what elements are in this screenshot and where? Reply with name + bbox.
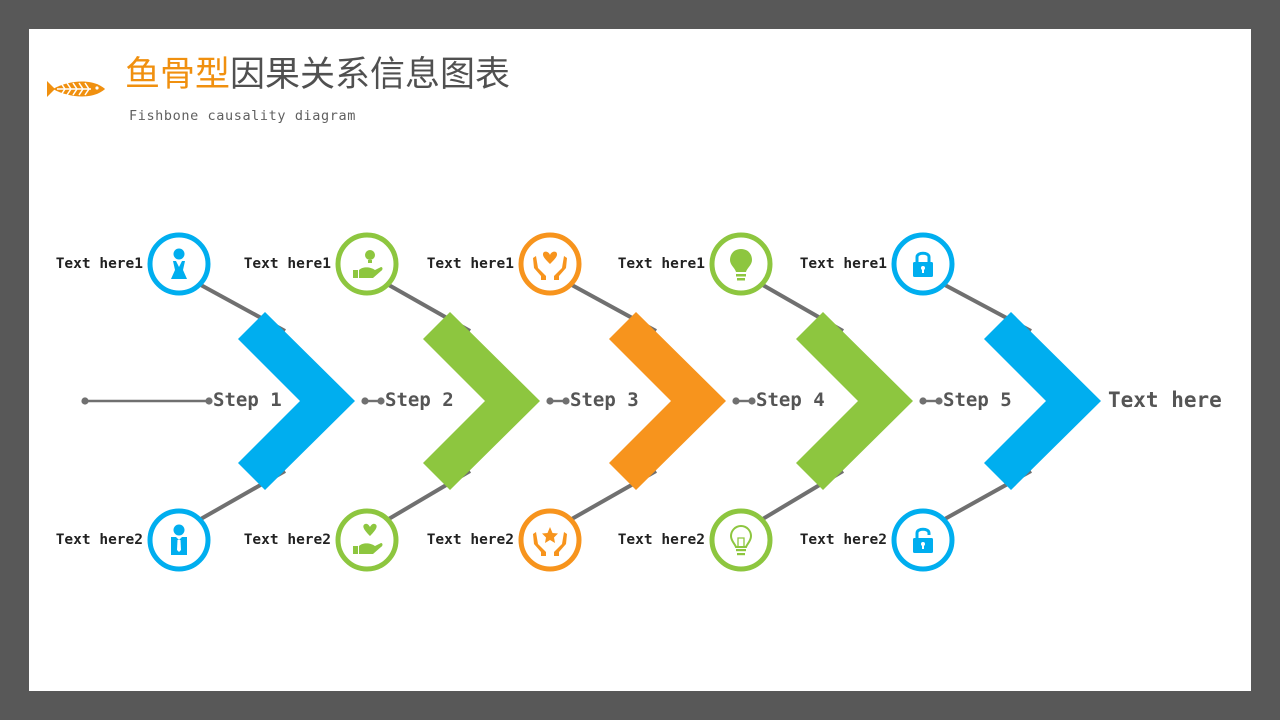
step-4 [709,232,913,572]
title-rest: 因果关系信息图表 [230,55,511,95]
spine-end-dot [205,397,213,405]
result-label: Text here [1108,388,1222,412]
lightbulb-icon [730,249,752,281]
connector-dot [732,397,740,405]
step-3 [518,232,726,572]
icon-circle-bottom [709,508,773,572]
step-2 [335,232,540,572]
lock-icon [913,251,933,277]
hand-heart-icon [353,523,383,554]
spine-start-dot [81,397,89,405]
chevron-arrow [984,312,1101,490]
hands-heart-icon [533,251,567,280]
chevron-arrow [423,312,540,490]
bottom-cause-label: Text here2 [617,532,705,548]
chevron-arrow [609,312,726,490]
step-1 [147,232,355,572]
step-label: Step 1 [213,389,282,411]
step-label: Step 2 [385,389,454,411]
top-cause-label: Text here1 [243,256,331,272]
bottom-cause-label: Text here2 [243,532,331,548]
slide: 鱼骨型因果关系信息图表 Fishbone causality diagram S… [29,29,1251,691]
connector-dot [935,397,943,405]
lightbulb-outline-icon [729,524,753,556]
title-highlight: 鱼骨型 [125,55,231,95]
icon-circle-top [335,232,399,296]
connector-dot [748,397,756,405]
connector-dot [562,397,570,405]
page-title: 鱼骨型因果关系信息图表 [125,53,510,97]
fish-logo-icon [47,81,105,97]
man-icon [171,524,187,555]
woman-icon [171,248,187,279]
hands-star-icon [533,527,567,556]
step-5 [891,232,1101,572]
bottom-cause-label: Text here2 [426,532,514,548]
connector-dot [919,397,927,405]
bottom-cause-label: Text here2 [55,532,143,548]
step-label: Step 4 [756,389,825,411]
unlock-icon [913,527,933,553]
bottom-cause-label: Text here2 [799,532,887,548]
top-cause-label: Text here1 [426,256,514,272]
connector-dot [546,397,554,405]
hand-bulb-icon [353,250,383,278]
subtitle: Fishbone causality diagram [129,108,356,124]
top-cause-label: Text here1 [799,256,887,272]
fishbone-diagram [47,81,1101,572]
connector-dot [361,397,369,405]
step-label: Step 5 [943,389,1012,411]
chevron-arrow [238,312,355,490]
connector-dot [377,397,385,405]
chevron-arrow [796,312,913,490]
top-cause-label: Text here1 [617,256,705,272]
icon-circle-bottom [335,508,399,572]
step-label: Step 3 [570,389,639,411]
top-cause-label: Text here1 [55,256,143,272]
